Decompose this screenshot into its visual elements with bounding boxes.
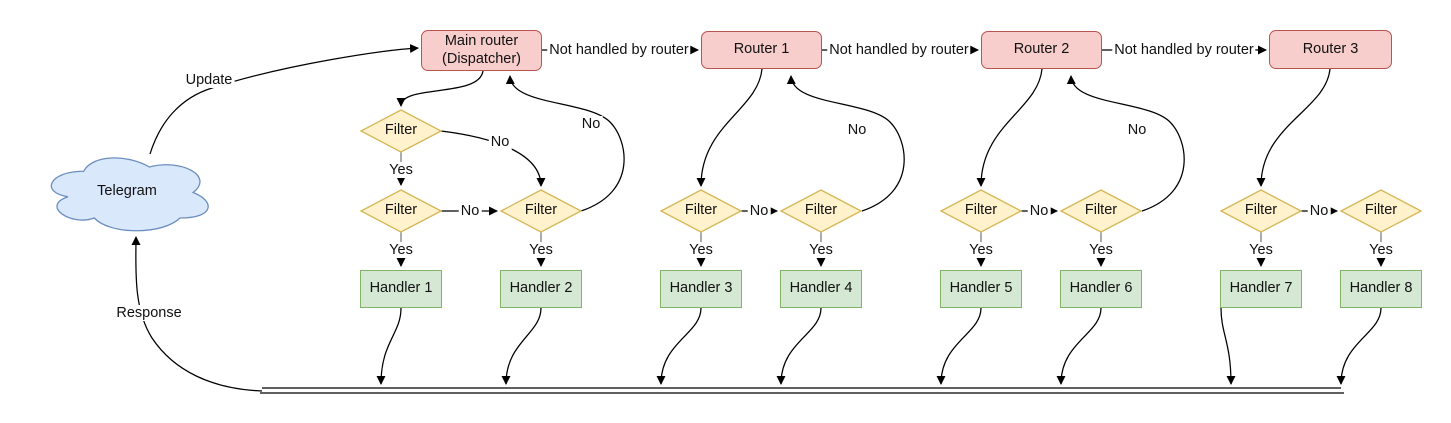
yes-label: Yes: [387, 242, 415, 258]
handler-3-node: Handler 3: [660, 270, 742, 308]
yes-label: Yes: [687, 242, 715, 258]
no-label: No: [488, 134, 512, 150]
handler-6-node: Handler 6: [1060, 270, 1142, 308]
handler8-out-arrow: [1336, 307, 1382, 385]
yes-label: Yes: [967, 242, 995, 258]
update-label: Update: [183, 72, 235, 88]
telegram-cloud: [50, 157, 209, 232]
not-handled-label-3: Not handled by router: [1112, 42, 1256, 58]
main-router-node: Main router (Dispatcher): [421, 30, 542, 71]
no-label: No: [458, 203, 482, 219]
yes-label: Yes: [527, 242, 555, 258]
main-router-label-line2: (Dispatcher): [442, 50, 521, 67]
handler4-out-arrow: [776, 307, 822, 385]
handler-8-node: Handler 8: [1340, 270, 1422, 308]
filter-node-4: Filter: [780, 189, 862, 233]
filter-node-8: Filter: [1340, 189, 1422, 233]
handler-2-node: Handler 2: [500, 270, 582, 308]
handler-5-node: Handler 5: [940, 270, 1022, 308]
no-label: No: [1027, 203, 1051, 219]
no-label: No: [579, 116, 603, 132]
filter-label: Filter: [384, 202, 418, 219]
handler-7-node: Handler 7: [1220, 270, 1302, 308]
router-1-node: Router 1: [701, 31, 822, 69]
no-label: No: [1125, 122, 1149, 138]
filter-node-5: Filter: [940, 189, 1022, 233]
handler5-out-arrow: [936, 307, 982, 385]
filter-label: Filter: [684, 202, 718, 219]
main-router-label-line1: Main router: [444, 33, 519, 50]
update-arrow: [149, 43, 419, 155]
filter-node-2: Filter: [500, 189, 582, 233]
dispatcher-to-filter-arrow: [396, 70, 484, 107]
not-handled-label-2: Not handled by router: [827, 42, 971, 58]
filter-label: Filter: [804, 202, 838, 219]
filter-node-dispatcher-top: Filter: [360, 109, 442, 153]
not-handled-label-1: Not handled by router: [547, 42, 691, 58]
router1-to-filter-arrow: [696, 68, 763, 187]
filter-label: Filter: [1244, 202, 1278, 219]
handler-1-node: Handler 1: [360, 270, 442, 308]
no-label: No: [1307, 203, 1331, 219]
filter-node-1: Filter: [360, 189, 442, 233]
telegram-label: Telegram: [97, 183, 157, 199]
filter2-return-no-arrow: [505, 75, 625, 212]
yes-label: Yes: [387, 162, 415, 178]
filter-node-6: Filter: [1060, 189, 1142, 233]
response-label: Response: [114, 305, 184, 321]
filter-label: Filter: [524, 202, 558, 219]
filter-node-7: Filter: [1220, 189, 1302, 233]
response-arrow: [131, 236, 263, 392]
yes-label: Yes: [1367, 242, 1395, 258]
filter-label: Filter: [1364, 202, 1398, 219]
yes-label: Yes: [807, 242, 835, 258]
router-2-node: Router 2: [981, 31, 1102, 69]
handler-4-node: Handler 4: [780, 270, 862, 308]
filter-label: Filter: [384, 122, 418, 139]
filter-label: Filter: [1084, 202, 1118, 219]
handler1-out-arrow: [376, 307, 402, 385]
handler2-out-arrow: [501, 307, 542, 385]
handler7-out-arrow: [1220, 307, 1236, 385]
router2-to-filter-arrow: [976, 68, 1043, 187]
yes-label: Yes: [1087, 242, 1115, 258]
no-label: No: [845, 122, 869, 138]
filter4-return-no-arrow: [786, 75, 905, 212]
handler6-out-arrow: [1056, 307, 1102, 385]
router3-to-filter-arrow: [1256, 68, 1331, 187]
filter-node-3: Filter: [660, 189, 742, 233]
yes-stub-lines: [400, 152, 1382, 243]
router-3-node: Router 3: [1269, 30, 1392, 69]
handler3-out-arrow: [656, 307, 702, 385]
filter6-return-no-arrow: [1066, 75, 1185, 212]
filter-label: Filter: [964, 202, 998, 219]
yes-label: Yes: [1247, 242, 1275, 258]
no-label: No: [747, 203, 771, 219]
